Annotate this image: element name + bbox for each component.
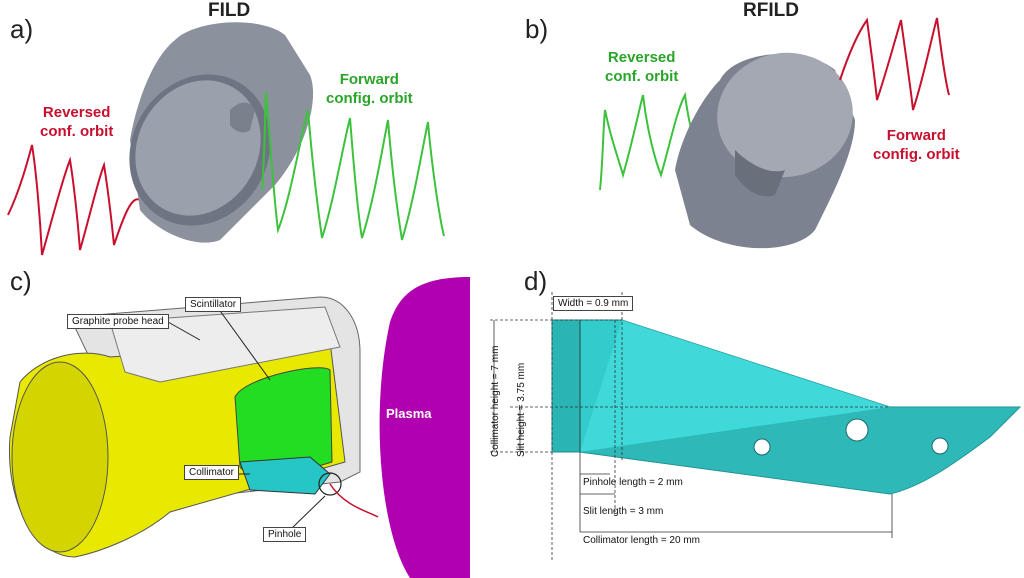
panel-d: d) Width = 0.9 mm Collimator height = 7 [480, 262, 1024, 578]
hole-2 [845, 418, 869, 442]
panel-d-label: d) [524, 266, 548, 296]
probe-cutaway [8, 277, 470, 578]
rfild-reversed-label: Reversed conf. orbit [605, 49, 679, 85]
collimator-height-label: Collimator height = 7 mm [490, 345, 501, 457]
plasma-label: Plasma [386, 406, 432, 421]
hole-3 [931, 437, 949, 455]
fild-illustration [7, 22, 445, 256]
rfild-reversed-orbit-path [599, 91, 706, 191]
pinhole-label: Pinhole [263, 527, 307, 542]
width-label: Width = 0.9 mm [553, 296, 634, 311]
panel-b: b) RFILD Reversed conf. orbit Forward co… [515, 0, 1024, 260]
collimator-schematic [490, 292, 1022, 562]
panel-a: a) FILD Reversed conf. orbit Forward con… [0, 0, 470, 260]
reversed-orbit-path [7, 144, 141, 256]
scintillator-label: Scintillator [185, 297, 242, 312]
fild-probe [129, 22, 314, 243]
fild-forward-label: Forward config. orbit [326, 71, 413, 107]
collimator-length-label: Collimator length = 20 mm [583, 535, 700, 546]
panel-b-title: RFILD [743, 0, 799, 21]
rfild-forward-orbit-path [839, 17, 950, 111]
rfild-probe [675, 52, 855, 249]
hole-1 [753, 438, 771, 456]
slit-length-label: Slit length = 3 mm [583, 506, 664, 517]
collimator-label: Collimator [184, 465, 240, 480]
fild-reversed-label: Reversed conf. orbit [40, 104, 114, 140]
pinhole-circle [318, 472, 342, 496]
panel-a-title: FILD [208, 0, 251, 21]
panel-c: c) Graphite probe head Scintillator Coll… [0, 262, 470, 578]
plasma-region [379, 277, 470, 578]
forward-orbit-path [261, 91, 445, 241]
collimator-block [239, 456, 331, 495]
pinhole-length-label: Pinhole length = 2 mm [583, 477, 683, 488]
panel-c-label: c) [10, 266, 32, 296]
panel-b-label: b) [525, 14, 549, 44]
graphite-probe-head-label: Graphite probe head [67, 314, 169, 329]
rfild-illustration [599, 17, 950, 249]
rfild-forward-label: Forward config. orbit [873, 127, 960, 163]
slit-height-label: Slit height = 3.75 mm [516, 362, 527, 457]
panel-a-label: a) [10, 14, 34, 44]
